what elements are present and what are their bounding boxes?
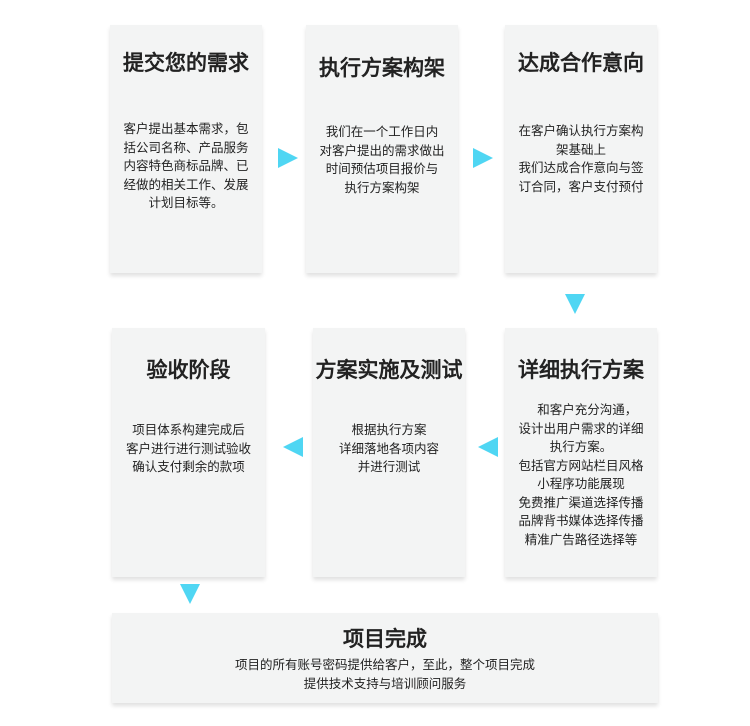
final-card: 项目完成 项目的所有账号密码提供给客户，至此，整个项目完成 提供技术支持与培训顾…: [112, 613, 658, 703]
final-desc: 项目的所有账号密码提供给客户，至此，整个项目完成 提供技术支持与培训顾问服务: [234, 657, 535, 691]
step-desc: 根据执行方案 详细落地各项内容 并进行测试: [338, 422, 439, 474]
arrow-right-icon: [473, 148, 493, 168]
step-title: 执行方案构架: [319, 56, 445, 80]
step-card-detail: 详细执行方案 和客户充分沟通， 设计出用户需求的详细 执行方案。 包括官方网站栏…: [505, 328, 657, 577]
arrow-down-icon: [565, 294, 585, 314]
step-desc: 我们在一个工作日内 对客户提出的需求做出 时间预估项目报价与 执行方案构架: [319, 124, 445, 195]
step-desc: 在客户确认执行方案构 架基础上 我们达成合作意向与签 订合同，客户支付预付: [518, 123, 644, 194]
step-card-acceptance: 验收阶段 项目体系构建完成后 客户进行进行测试验收 确认支付剩余的款项: [112, 328, 265, 577]
step-title: 验收阶段: [146, 358, 231, 382]
step-card-plan: 执行方案构架 我们在一个工作日内 对客户提出的需求做出 时间预估项目报价与 执行…: [306, 25, 458, 273]
step-card-agreement: 达成合作意向 在客户确认执行方案构 架基础上 我们达成合作意向与签 订合同，客户…: [505, 25, 657, 273]
step-title: 提交您的需求: [123, 51, 249, 75]
arrow-left-icon: [283, 437, 303, 457]
step-title: 详细执行方案: [518, 358, 644, 382]
step-desc: 客户提出基本需求，包 括公司名称、产品服务 内容特色商标品牌、已 经做的相关工作…: [123, 121, 249, 210]
arrow-left-icon: [478, 437, 498, 457]
step-title: 达成合作意向: [518, 51, 644, 75]
step-desc: 和客户充分沟通， 设计出用户需求的详细 执行方案。 包括官方网站栏目风格 小程序…: [518, 402, 644, 547]
step-desc: 项目体系构建完成后 客户进行进行测试验收 确认支付剩余的款项: [125, 422, 251, 474]
arrow-right-icon: [278, 148, 298, 168]
final-title: 项目完成: [343, 627, 427, 651]
step-card-implement: 方案实施及测试 根据执行方案 详细落地各项内容 并进行测试: [313, 328, 465, 577]
arrow-down-icon: [180, 584, 200, 604]
step-title: 方案实施及测试: [315, 358, 463, 382]
step-card-submit: 提交您的需求 客户提出基本需求，包 括公司名称、产品服务 内容特色商标品牌、已 …: [110, 25, 262, 273]
